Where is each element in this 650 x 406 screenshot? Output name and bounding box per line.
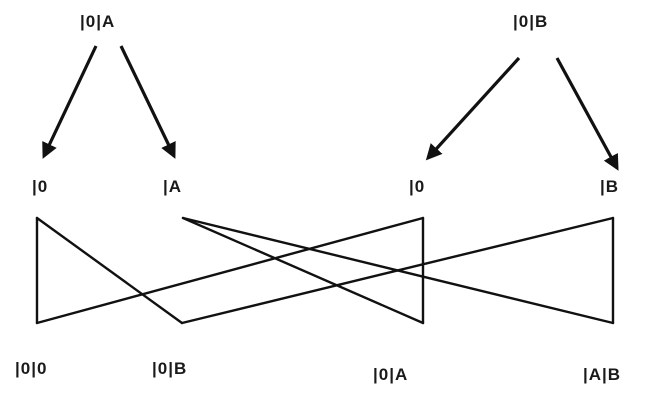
node-mid-3: |0	[409, 177, 425, 196]
arrow-topright-to-mid4	[555, 57, 619, 171]
node-top-left: |0|A	[80, 12, 115, 31]
connector-bottom1-to-mid3	[35, 216, 425, 325]
node-bottom-1: |0|0	[15, 359, 47, 378]
connector-mid1-to-bottom2	[35, 216, 184, 325]
node-mid-4: |B	[600, 177, 619, 196]
arrow-topleft-to-mid1	[42, 45, 98, 159]
node-bottom-4: |A|B	[583, 365, 621, 384]
connector-mid2-to-bottom3	[181, 216, 425, 325]
node-mid-1: |0	[32, 177, 48, 196]
node-bottom-2: |0|B	[152, 359, 187, 378]
arrow-topleft-to-mid2	[119, 45, 176, 159]
node-bottom-3: |0|A	[373, 365, 408, 384]
node-mid-2: |A	[163, 177, 182, 196]
arrow-topright-to-mid3	[425, 56, 521, 161]
connector-bottom2-to-mid4	[180, 216, 615, 325]
node-top-right: |0|B	[513, 12, 548, 31]
